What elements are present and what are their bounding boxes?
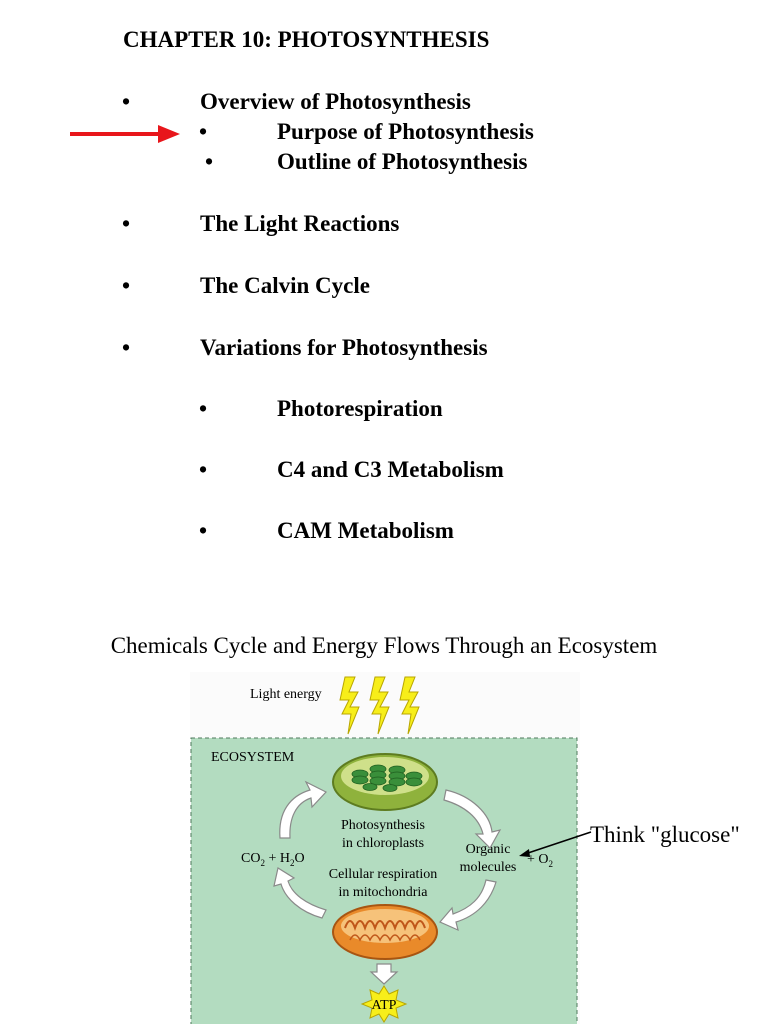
cycle-arrow-up-left [279,780,327,839]
cycle-arrow-down-right [443,789,502,849]
red-pointer-arrow-icon [70,125,180,143]
atp-burst-icon: ATP [360,985,408,1023]
outline-item-variations: Variations for Photosynthesis [200,335,488,360]
o2-label: + O2 [527,852,553,869]
organic-label-2: molecules [460,860,517,875]
chloroplast-icon [332,753,438,811]
bullet-6: • [122,335,131,360]
bullet-8: • [199,457,208,482]
cycle-arrow-up-right [273,867,327,919]
bullet-2: • [199,119,208,144]
organic-label-1: Organic [466,842,511,857]
figure-heading: Chemicals Cycle and Energy Flows Through… [110,633,658,658]
bullet-9: • [199,518,208,543]
bullet-7: • [199,396,208,421]
lightning-icon [339,676,420,735]
ecosystem-label: ECOSYSTEM [211,750,295,765]
outline-item-outline: Outline of Photosynthesis [277,149,528,174]
chapter-title: CHAPTER 10: PHOTOSYNTHESIS [123,27,490,52]
glucose-note: Think "glucose" [590,822,740,847]
photosynthesis-label-1: Photosynthesis [341,818,425,833]
outline-item-light-reactions: The Light Reactions [200,211,400,236]
outline-item-overview: Overview of Photosynthesis [200,89,471,114]
bullet-4: • [122,211,131,236]
bullet-3: • [205,149,214,174]
ecosystem-diagram: Light energy ECOSYSTEM Photosynthesis in… [190,672,580,1024]
photosynthesis-label-2: in chloroplasts [342,836,424,851]
cycle-arrow-down-left [439,879,497,932]
mitochondrion-icon [332,904,438,960]
outline-item-cam: CAM Metabolism [277,518,454,543]
outline-item-calvin-cycle: The Calvin Cycle [200,273,370,298]
light-energy-label: Light energy [250,687,322,702]
bullet-5: • [122,273,131,298]
down-arrow-icon [369,963,399,985]
respiration-label-1: Cellular respiration [329,867,437,882]
outline-item-c4-c3: C4 and C3 Metabolism [277,457,504,482]
bullet-1: • [122,89,131,114]
respiration-label-2: in mitochondria [338,885,428,900]
outline-item-photorespiration: Photorespiration [277,396,443,421]
atp-label: ATP [372,998,397,1013]
co2-water-label: CO2 + H2O [241,851,305,868]
note-pointer-arrow-icon [519,831,592,857]
outline-item-purpose: Purpose of Photosynthesis [277,119,534,144]
